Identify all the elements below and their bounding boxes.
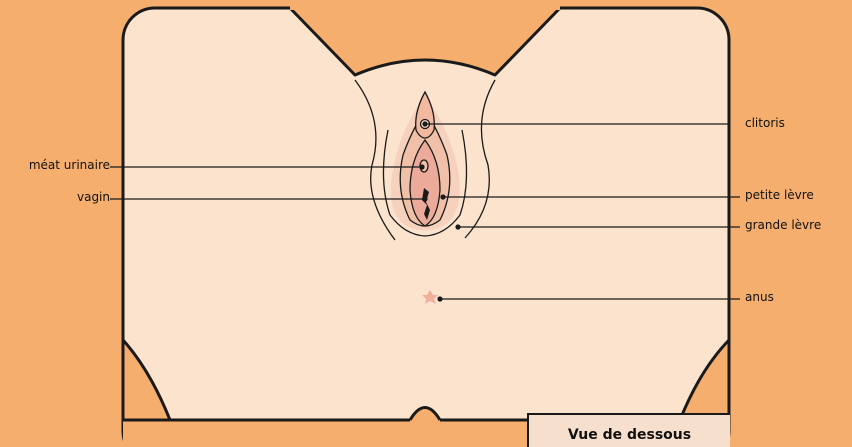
caption-box: Vue de dessous [527,413,730,447]
label-urethral-meatus: méat urinaire [29,158,110,172]
view-caption: Vue de dessous [529,427,730,443]
label-clitoris: clitoris [745,116,785,130]
label-labia-majora: grande lèvre [745,218,821,232]
label-vagina: vagin [77,190,110,204]
label-anus: anus [745,290,774,304]
label-labia-minora: petite lèvre [745,188,814,202]
